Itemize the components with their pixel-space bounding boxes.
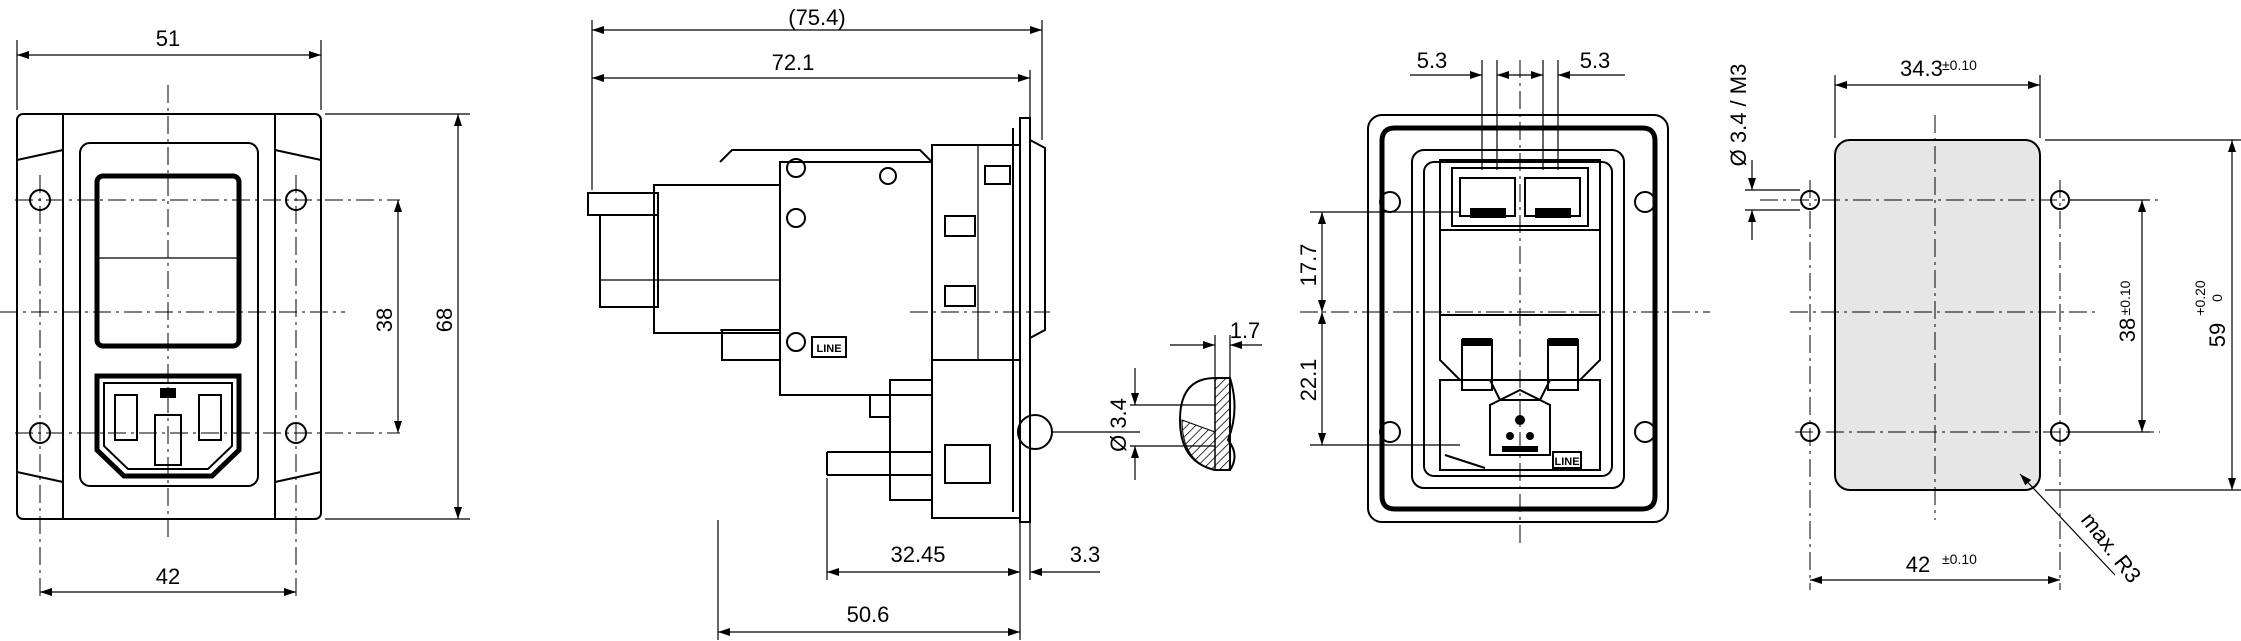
side-flange-label: 3.3 [1070, 542, 1101, 567]
cutout-height-b-label: 59 [2205, 323, 2230, 347]
front-width-label: 51 [156, 26, 180, 51]
rear-line-marking: LINE [1554, 456, 1579, 468]
cutout-hole-spacing-tol-label: ±0.10 [1942, 551, 1977, 567]
cutout-hole-spacing-label: 42 [1906, 552, 1930, 577]
side-view: LINE (75.4) 72.1 32.45 [587, 5, 1262, 640]
side-panel-thickness-label: 1.7 [1230, 318, 1261, 343]
panel-cutout-view: 34.3 ±0.10 Ø 3.4 / M3 38 ±0.10 59 +0.20 … [1726, 56, 2241, 590]
rear-lower-height-label: 22.1 [1296, 359, 1321, 402]
side-depth-1-label: 32.45 [890, 542, 945, 567]
cutout-height-b-tol-lower-label: 0 [2209, 294, 2225, 302]
front-hole-spacing-v-label: 38 [372, 308, 397, 332]
rear-view: LINE 5.3 5.3 17.7 22.1 [1296, 48, 1710, 545]
front-height-label: 68 [432, 308, 457, 332]
side-line-marking: LINE [816, 343, 841, 355]
side-body-length-label: 72.1 [772, 50, 815, 75]
front-hole-spacing-h-label: 42 [156, 564, 180, 589]
cutout-height-a-label: 38 [2115, 318, 2140, 342]
side-hole-diameter-label: Ø 3.4 [1106, 398, 1131, 452]
front-view: 51 68 38 42 [0, 26, 470, 600]
panel-hole-detail: 1.7 Ø 3.4 [1106, 318, 1262, 480]
cutout-width-tol-label: ±0.10 [1942, 57, 1977, 73]
cutout-width-label: 34.3 [1900, 56, 1943, 81]
cutout-height-b-tol-upper-label: +0.20 [2192, 280, 2208, 316]
cutout-hole-label: Ø 3.4 / M3 [1726, 64, 1751, 167]
rear-pin-offset-right-label: 5.3 [1580, 48, 1611, 73]
side-depth-2-label: 50.6 [847, 602, 890, 627]
rear-upper-height-label: 17.7 [1296, 244, 1321, 287]
cutout-radius-label: max. R3 [2076, 508, 2146, 588]
rear-pin-offset-left-label: 5.3 [1417, 48, 1448, 73]
side-overall-length-label: (75.4) [788, 5, 845, 30]
cutout-height-a-tol-label: ±0.10 [2117, 280, 2133, 315]
